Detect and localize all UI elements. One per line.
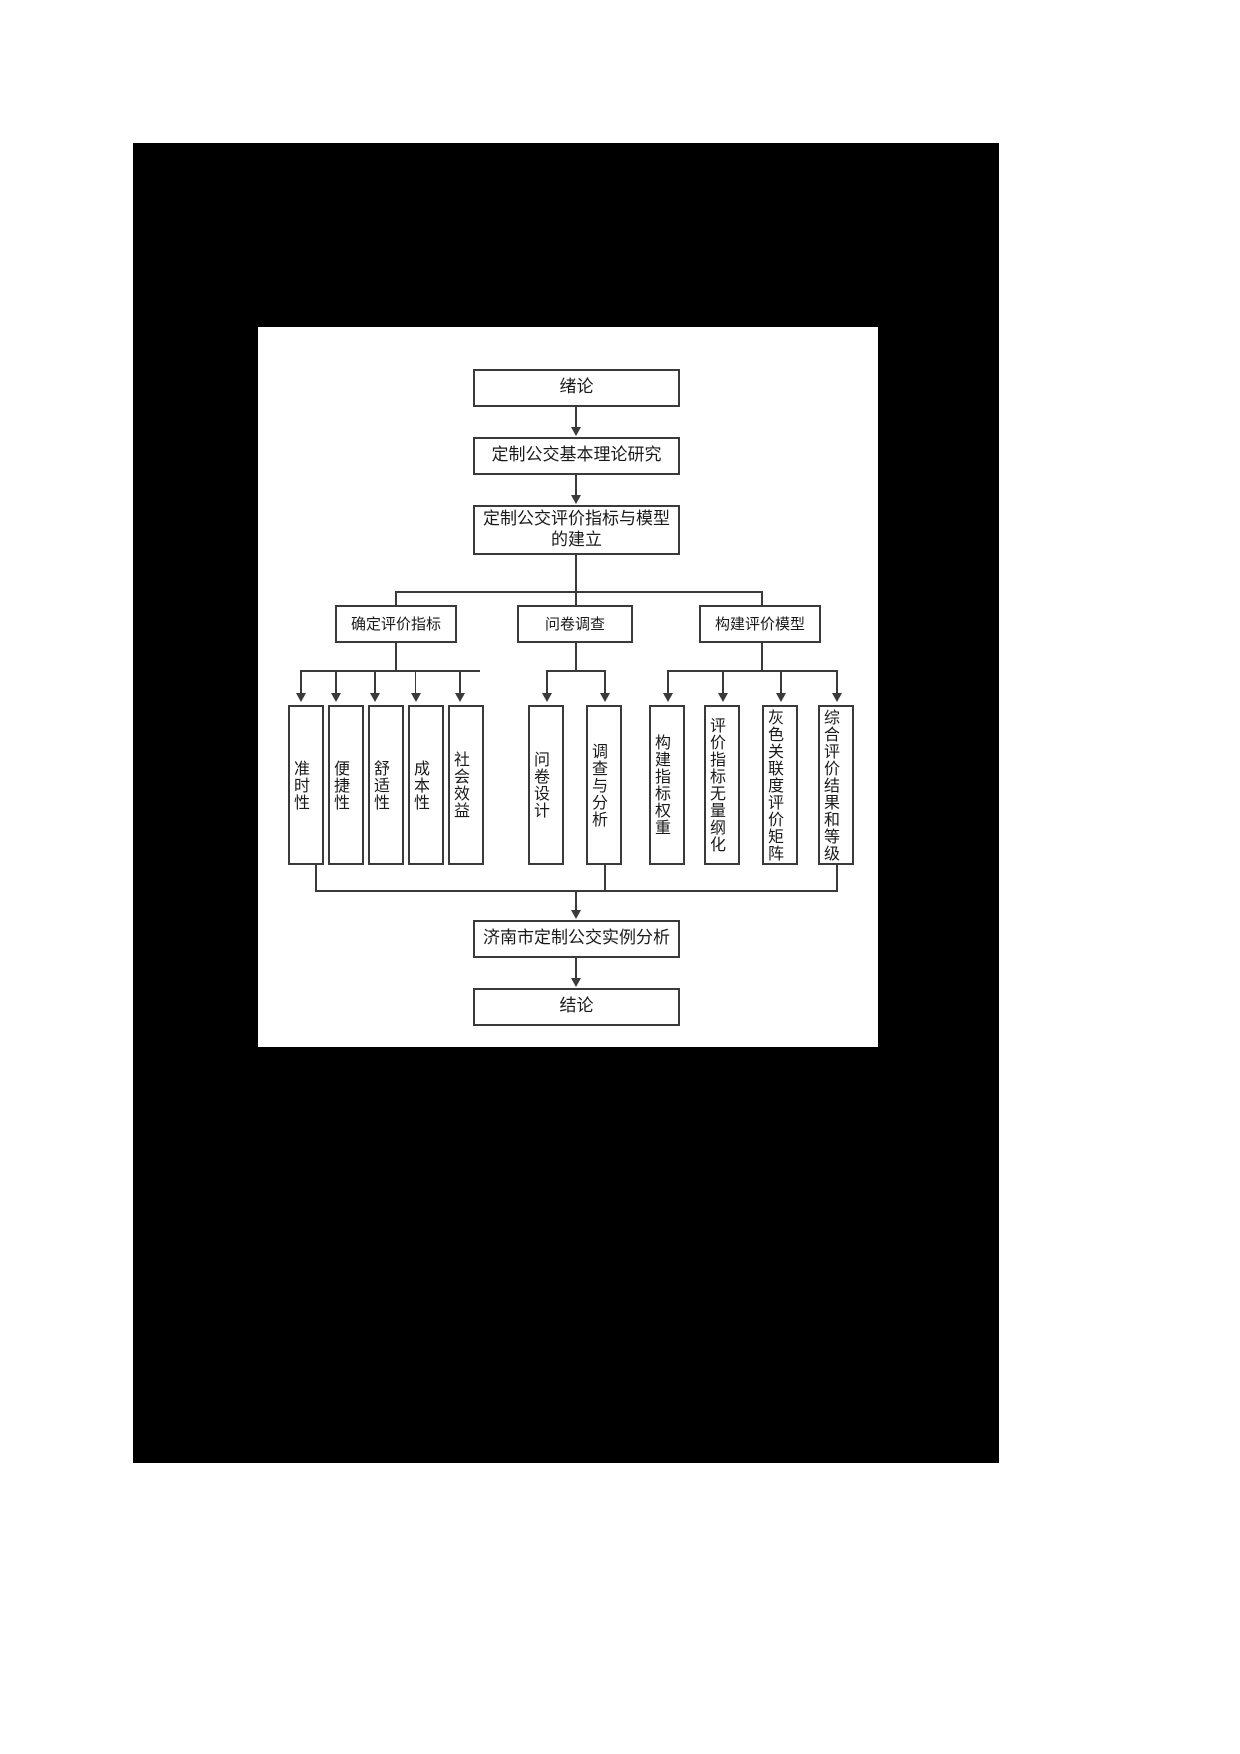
node-case-study[interactable]: 济南市定制公交实例分析 <box>473 920 680 958</box>
edge-ind-drop-5 <box>459 670 461 695</box>
edge-ind-drop-3 <box>374 670 376 695</box>
edge-bus-to-survey <box>575 591 577 616</box>
edge-bus-to-indicators <box>395 591 397 616</box>
edge-model-fan-stem <box>761 643 763 671</box>
node-leaf-survey-analysis[interactable]: 调查与分析 <box>586 705 622 865</box>
node-leaf-convenience[interactable]: 便捷性 <box>328 705 364 865</box>
node-theory-label: 定制公交基本理论研究 <box>491 445 662 466</box>
arrowhead-md-4 <box>832 693 842 702</box>
node-leaf-convenience-label: 便捷性 <box>331 759 350 811</box>
arrowhead-case-to-conclusion <box>571 978 581 987</box>
node-leaf-result-grade-label: 综合评价结果和等级 <box>821 708 840 862</box>
node-model-build-label-line1: 定制公交评价指标与模型 <box>483 508 670 529</box>
node-leaf-cost-label: 成本性 <box>411 759 430 811</box>
arrowhead-intro-theory <box>571 427 581 436</box>
node-leaf-index-weight-label: 构建指标权重 <box>652 734 671 836</box>
node-leaf-social-benefit-label: 社会效益 <box>451 751 470 819</box>
node-conclusion-label: 结论 <box>559 996 594 1017</box>
edge-indicators-bus <box>300 670 480 672</box>
arrowhead-theory-model <box>571 495 581 504</box>
node-leaf-punctuality-label: 准时性 <box>291 759 310 811</box>
edge-indicators-stem <box>395 643 397 671</box>
edge-ind-drop-4 <box>415 670 416 695</box>
edge-collect-left-stem <box>315 865 317 892</box>
node-case-study-label: 济南市定制公交实例分析 <box>483 928 670 949</box>
arrowhead-collect-to-case <box>571 910 581 919</box>
edge-ind-drop-1 <box>300 670 302 695</box>
edge-collect-mid-stem <box>604 865 606 892</box>
node-leaf-dimensionless-label: 评价指标无量纲化 <box>707 717 726 853</box>
node-leaf-questionnaire-design-label: 问卷设计 <box>531 751 550 819</box>
node-leaf-comfort[interactable]: 舒适性 <box>368 705 404 865</box>
arrowhead-sv-1 <box>542 693 552 702</box>
edge-md-drop-1 <box>667 670 669 695</box>
edge-sv-drop-1 <box>546 670 548 695</box>
arrowhead-md-1 <box>663 693 673 702</box>
node-branch-indicators[interactable]: 确定评价指标 <box>335 605 457 643</box>
edge-collect-right-stem <box>836 865 838 892</box>
node-leaf-cost[interactable]: 成本性 <box>408 705 444 865</box>
node-leaf-survey-analysis-label: 调查与分析 <box>589 742 608 828</box>
edge-model-fan-bus <box>667 670 838 672</box>
edge-sv-drop-2 <box>604 670 606 695</box>
flowchart-canvas: 绪论 定制公交基本理论研究 定制公交评价指标与模型 的建立 确定评价指标 <box>258 327 878 1047</box>
node-leaf-questionnaire-design[interactable]: 问卷设计 <box>528 705 564 865</box>
edge-survey-stem <box>575 643 577 671</box>
node-intro[interactable]: 绪论 <box>473 369 680 407</box>
arrowhead-md-2 <box>718 693 728 702</box>
edge-model-stem <box>575 555 577 592</box>
node-branch-indicators-label: 确定评价指标 <box>350 614 441 633</box>
node-intro-label: 绪论 <box>559 377 594 398</box>
node-branch-model[interactable]: 构建评价模型 <box>699 605 821 643</box>
edge-bus-to-model <box>761 591 763 616</box>
edge-survey-bus <box>546 670 606 672</box>
edge-md-drop-3 <box>780 670 782 695</box>
edge-theory-model <box>575 475 577 497</box>
arrowhead-ind-3 <box>370 693 380 702</box>
node-model-build-label-line2: 的建立 <box>551 530 602 550</box>
arrowhead-ind-1 <box>296 693 306 702</box>
node-branch-survey[interactable]: 问卷调查 <box>517 605 633 643</box>
node-branch-model-label: 构建评价模型 <box>714 614 805 633</box>
node-leaf-result-grade[interactable]: 综合评价结果和等级 <box>818 705 854 865</box>
edge-intro-theory <box>575 407 577 429</box>
node-model-build[interactable]: 定制公交评价指标与模型 的建立 <box>473 505 680 555</box>
node-leaf-dimensionless[interactable]: 评价指标无量纲化 <box>704 705 740 865</box>
arrowhead-ind-2 <box>331 693 341 702</box>
arrowhead-md-3 <box>776 693 786 702</box>
edge-ind-drop-2 <box>335 670 337 695</box>
node-leaf-social-benefit[interactable]: 社会效益 <box>448 705 484 865</box>
edge-collect-to-case <box>575 890 577 912</box>
node-theory[interactable]: 定制公交基本理论研究 <box>473 437 680 475</box>
node-conclusion[interactable]: 结论 <box>473 988 680 1026</box>
node-leaf-comfort-label: 舒适性 <box>371 759 390 811</box>
edge-branch-bus <box>395 591 761 593</box>
edge-case-to-conclusion <box>575 958 577 980</box>
arrowhead-ind-4 <box>411 693 421 702</box>
node-leaf-index-weight[interactable]: 构建指标权重 <box>649 705 685 865</box>
arrowhead-ind-5 <box>455 693 465 702</box>
arrowhead-sv-2 <box>600 693 610 702</box>
node-leaf-grey-matrix-label: 灰色关联度评价矩阵 <box>765 708 784 862</box>
node-branch-survey-label: 问卷调查 <box>544 614 605 633</box>
edge-md-drop-2 <box>722 670 724 695</box>
node-leaf-grey-matrix[interactable]: 灰色关联度评价矩阵 <box>762 705 798 865</box>
node-leaf-punctuality[interactable]: 准时性 <box>288 705 324 865</box>
edge-md-drop-4 <box>836 670 838 695</box>
